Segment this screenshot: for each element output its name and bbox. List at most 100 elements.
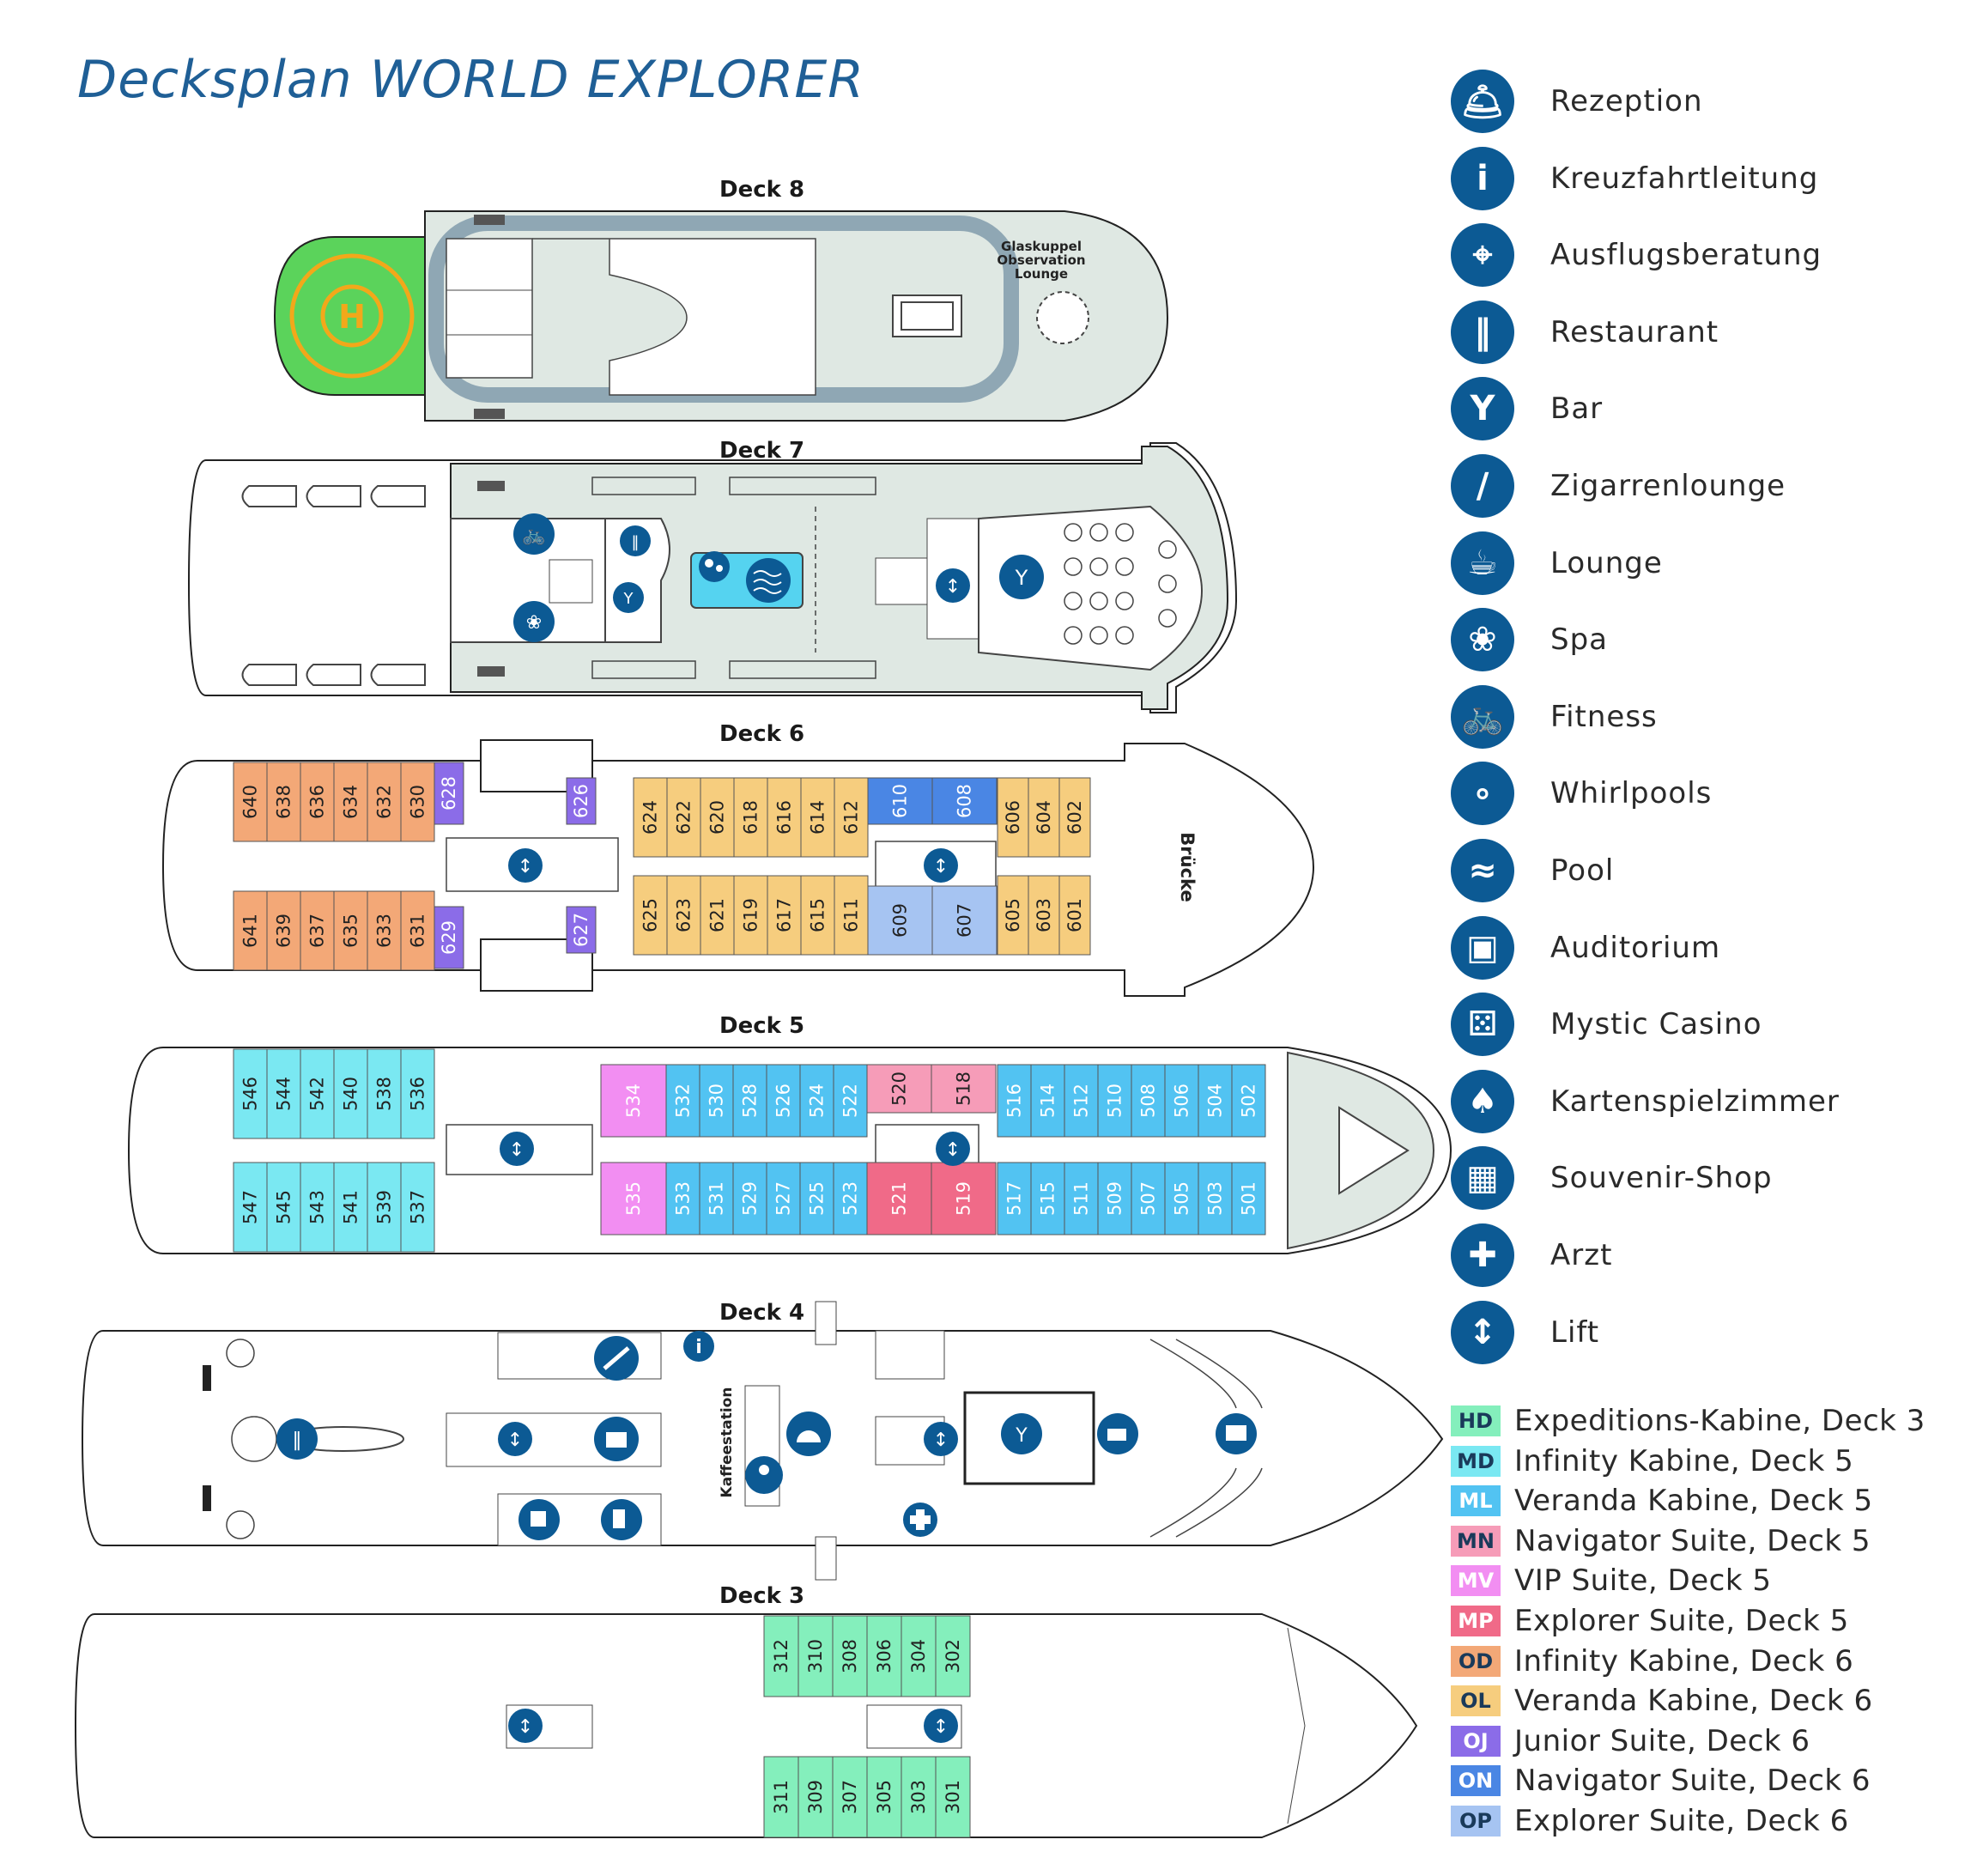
cabin-308[interactable]: 308 <box>832 1615 868 1697</box>
cabin-532[interactable]: 532 <box>665 1064 700 1138</box>
cabin-309[interactable]: 309 <box>797 1756 834 1838</box>
cabin-619[interactable]: 619 <box>733 875 768 956</box>
cabin-303[interactable]: 303 <box>901 1756 937 1838</box>
cabin-629[interactable]: 629 <box>434 906 464 969</box>
cabin-541[interactable]: 541 <box>333 1162 368 1253</box>
cabin-620[interactable]: 620 <box>700 777 735 858</box>
cabin-544[interactable]: 544 <box>266 1048 301 1139</box>
cabin-622[interactable]: 622 <box>666 777 701 858</box>
cabin-524[interactable]: 524 <box>799 1064 834 1138</box>
cabin-306[interactable]: 306 <box>866 1615 902 1697</box>
cabin-633[interactable]: 633 <box>367 890 402 971</box>
cabin-510[interactable]: 510 <box>1097 1064 1132 1138</box>
cabin-631[interactable]: 631 <box>400 890 435 971</box>
cabin-503[interactable]: 503 <box>1198 1162 1233 1235</box>
cabin-635[interactable]: 635 <box>333 890 368 971</box>
cabin-614[interactable]: 614 <box>800 777 835 858</box>
cabin-637[interactable]: 637 <box>300 890 335 971</box>
cabin-302[interactable]: 302 <box>935 1615 971 1697</box>
cabin-304[interactable]: 304 <box>901 1615 937 1697</box>
cabin-611[interactable]: 611 <box>834 875 869 956</box>
cabin-632[interactable]: 632 <box>367 762 402 842</box>
cabin-537[interactable]: 537 <box>400 1162 435 1253</box>
cabin-301[interactable]: 301 <box>935 1756 971 1838</box>
cabin-626[interactable]: 626 <box>566 777 597 825</box>
cabin-621[interactable]: 621 <box>700 875 735 956</box>
cabin-310[interactable]: 310 <box>797 1615 834 1697</box>
cabin-542[interactable]: 542 <box>300 1048 335 1139</box>
cabin-517[interactable]: 517 <box>997 1162 1032 1235</box>
cabin-545[interactable]: 545 <box>266 1162 301 1253</box>
cabin-305[interactable]: 305 <box>866 1756 902 1838</box>
cabin-515[interactable]: 515 <box>1030 1162 1065 1235</box>
cabin-606[interactable]: 606 <box>997 777 1029 858</box>
cabin-504[interactable]: 504 <box>1198 1064 1233 1138</box>
cabin-634[interactable]: 634 <box>333 762 368 842</box>
cabin-523[interactable]: 523 <box>833 1162 868 1235</box>
cabin-518[interactable]: 518 <box>931 1064 997 1114</box>
cabin-536[interactable]: 536 <box>400 1048 435 1139</box>
cabin-627[interactable]: 627 <box>566 906 597 954</box>
cabin-638[interactable]: 638 <box>266 762 301 842</box>
cabin-531[interactable]: 531 <box>699 1162 734 1235</box>
cabin-528[interactable]: 528 <box>732 1064 767 1138</box>
cabin-311[interactable]: 311 <box>763 1756 799 1838</box>
cabin-521[interactable]: 521 <box>866 1162 932 1235</box>
cabin-501[interactable]: 501 <box>1231 1162 1266 1235</box>
cabin-624[interactable]: 624 <box>633 777 668 858</box>
cabin-603[interactable]: 603 <box>1028 875 1060 956</box>
cabin-630[interactable]: 630 <box>400 762 435 842</box>
cabin-525[interactable]: 525 <box>799 1162 834 1235</box>
cabin-519[interactable]: 519 <box>931 1162 997 1235</box>
cabin-605[interactable]: 605 <box>997 875 1029 956</box>
cabin-539[interactable]: 539 <box>367 1162 402 1253</box>
cabin-312[interactable]: 312 <box>763 1615 799 1697</box>
cabin-641[interactable]: 641 <box>233 890 268 971</box>
cabin-511[interactable]: 511 <box>1064 1162 1099 1235</box>
cabin-601[interactable]: 601 <box>1058 875 1091 956</box>
cabin-509[interactable]: 509 <box>1097 1162 1132 1235</box>
cabin-507[interactable]: 507 <box>1131 1162 1166 1235</box>
cabin-512[interactable]: 512 <box>1064 1064 1099 1138</box>
cabin-506[interactable]: 506 <box>1164 1064 1199 1138</box>
cabin-623[interactable]: 623 <box>666 875 701 956</box>
cabin-516[interactable]: 516 <box>997 1064 1032 1138</box>
cabin-602[interactable]: 602 <box>1058 777 1091 858</box>
cabin-636[interactable]: 636 <box>300 762 335 842</box>
cabin-534[interactable]: 534 <box>600 1064 667 1138</box>
cabin-639[interactable]: 639 <box>266 890 301 971</box>
cabin-522[interactable]: 522 <box>833 1064 868 1138</box>
cabin-543[interactable]: 543 <box>300 1162 335 1253</box>
cabin-546[interactable]: 546 <box>233 1048 268 1139</box>
cabin-307[interactable]: 307 <box>832 1756 868 1838</box>
cabin-617[interactable]: 617 <box>767 875 802 956</box>
cabin-527[interactable]: 527 <box>766 1162 801 1235</box>
cabin-514[interactable]: 514 <box>1030 1064 1065 1138</box>
cabin-615[interactable]: 615 <box>800 875 835 956</box>
cabin-502[interactable]: 502 <box>1231 1064 1266 1138</box>
cabin-529[interactable]: 529 <box>732 1162 767 1235</box>
cabin-530[interactable]: 530 <box>699 1064 734 1138</box>
cabin-625[interactable]: 625 <box>633 875 668 956</box>
cabin-628[interactable]: 628 <box>434 762 464 825</box>
cabin-640[interactable]: 640 <box>233 762 268 842</box>
cabin-612[interactable]: 612 <box>834 777 869 858</box>
cabin-607[interactable]: 607 <box>931 885 998 956</box>
cabin-618[interactable]: 618 <box>733 777 768 858</box>
deck3-lift-icon-a: ↕ <box>508 1709 543 1743</box>
cabin-609[interactable]: 609 <box>867 885 933 956</box>
cabin-547[interactable]: 547 <box>233 1162 268 1253</box>
cabin-608[interactable]: 608 <box>931 777 998 825</box>
cabin-508[interactable]: 508 <box>1131 1064 1166 1138</box>
cabin-616[interactable]: 616 <box>767 777 802 858</box>
cabin-604[interactable]: 604 <box>1028 777 1060 858</box>
cabin-520[interactable]: 520 <box>866 1064 932 1114</box>
cabin-526[interactable]: 526 <box>766 1064 801 1138</box>
cabin-505[interactable]: 505 <box>1164 1162 1199 1235</box>
cabin-540[interactable]: 540 <box>333 1048 368 1139</box>
cabin-610[interactable]: 610 <box>867 777 933 825</box>
cabin-538[interactable]: 538 <box>367 1048 402 1139</box>
cabin-533[interactable]: 533 <box>665 1162 700 1235</box>
cabin-535[interactable]: 535 <box>600 1162 667 1235</box>
